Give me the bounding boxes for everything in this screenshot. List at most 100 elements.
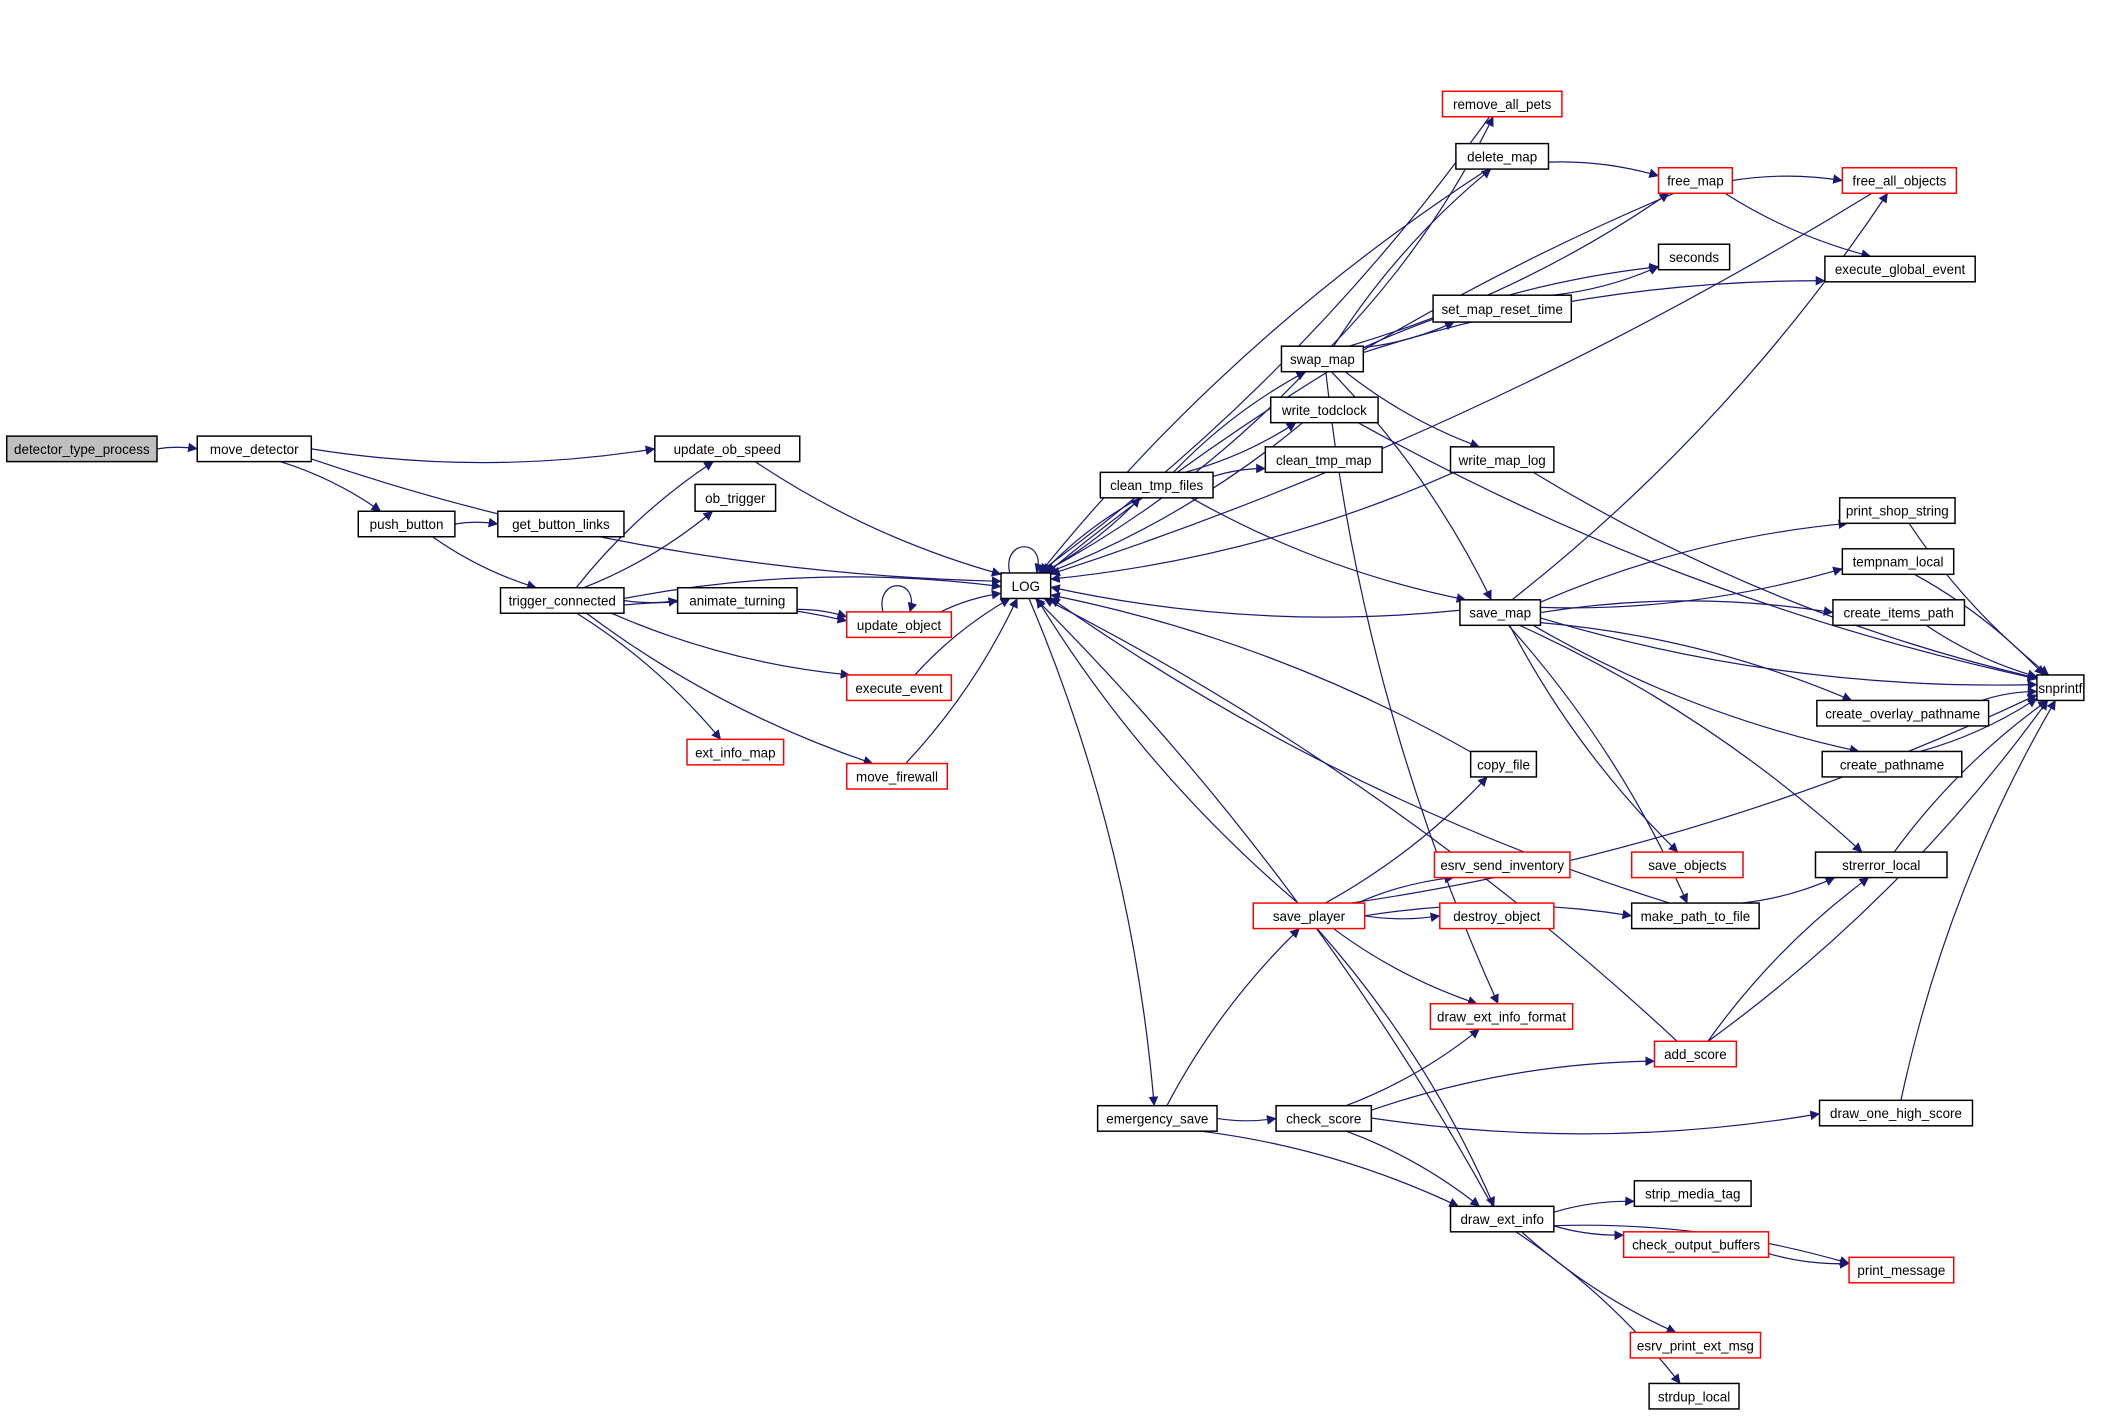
edge-draw_ext_info-to-LOG (1034, 598, 1494, 1207)
edge-trigger_connected-to-execute_event (611, 612, 851, 679)
edge-save_player-to-copy_file (1325, 776, 1488, 904)
node-draw_one_high_score[interactable]: draw_one_high_score (1818, 1099, 1974, 1127)
edge-detector_type_process-to-move_detector (156, 442, 198, 453)
node-update_object[interactable]: update_object (845, 611, 953, 639)
node-seconds[interactable]: seconds (1657, 243, 1731, 271)
node-box (5, 435, 158, 463)
node-box (1653, 1040, 1738, 1068)
node-write_todclock[interactable]: write_todclock (1269, 396, 1379, 424)
node-move_firewall[interactable]: move_firewall (845, 762, 949, 790)
node-label: move_detector (210, 442, 299, 457)
edge-save_map-to-print_shop_string (1540, 519, 1849, 603)
node-label: create_items_path (1844, 606, 1954, 621)
node-label: esrv_send_inventory (1440, 858, 1564, 873)
node-label: remove_all_pets (1453, 97, 1552, 112)
node-remove_all_pets[interactable]: remove_all_pets (1441, 90, 1563, 118)
node-esrv_send_inventory[interactable]: esrv_send_inventory (1433, 851, 1571, 879)
node-get_button_links[interactable]: get_button_links (497, 510, 625, 538)
node-strdup_local[interactable]: strdup_local (1648, 1382, 1740, 1410)
node-add_score[interactable]: add_score (1653, 1040, 1738, 1068)
node-create_pathname[interactable]: create_pathname (1821, 750, 1963, 778)
node-box (1275, 1104, 1373, 1132)
edge-save_player-to-LOG (1036, 598, 1299, 904)
node-save_map[interactable]: save_map (1459, 599, 1542, 627)
node-box (845, 674, 953, 702)
node-push_button[interactable]: push_button (357, 510, 456, 538)
node-emergency_save[interactable]: emergency_save (1096, 1104, 1218, 1132)
edge-draw_one_high_score-to-snprintf (1900, 700, 2056, 1101)
node-execute_event[interactable]: execute_event (845, 674, 953, 702)
edge-swap_map-to-delete_map (1333, 168, 1492, 347)
edge-check_score-to-draw_ext_info (1346, 1130, 1480, 1207)
node-label: snprintf (2038, 681, 2082, 696)
node-update_ob_speed[interactable]: update_ob_speed (654, 435, 801, 463)
node-animate_turning[interactable]: animate_turning (676, 586, 798, 614)
node-save_player[interactable]: save_player (1252, 902, 1366, 930)
node-esrv_print_ext_msg[interactable]: esrv_print_ext_msg (1629, 1331, 1762, 1359)
edge-trigger_connected-to-update_ob_speed (575, 461, 714, 589)
node-free_map[interactable]: free_map (1657, 167, 1734, 194)
node-strerror_local[interactable]: strerror_local (1814, 851, 1948, 879)
node-label: write_map_log (1458, 453, 1546, 468)
edge-animate_turning-to-update_object (797, 608, 848, 619)
node-copy_file[interactable]: copy_file (1469, 750, 1538, 778)
node-check_score[interactable]: check_score (1275, 1104, 1373, 1132)
node-create_overlay_pathname[interactable]: create_overlay_pathname (1816, 699, 1990, 727)
node-strip_media_tag[interactable]: strip_media_tag (1633, 1180, 1752, 1208)
node-free_all_objects[interactable]: free_all_objects (1841, 167, 1958, 194)
node-ob_trigger[interactable]: ob_trigger (694, 483, 777, 512)
node-clean_tmp_map[interactable]: clean_tmp_map (1264, 446, 1383, 474)
edge-save_player-to-destroy_object (1364, 912, 1441, 923)
edge-save_player-to-draw_ext_info_format (1332, 928, 1478, 1006)
edge-make_path_to_file-to-strerror_local (1741, 876, 1836, 904)
edge-copy_file-to-LOG (1050, 592, 1471, 753)
edge-write_map_log-to-LOG (1050, 471, 1455, 584)
edge-swap_map-to-write_map_log (1344, 371, 1480, 449)
edge-save_map-to-create_overlay_pathname (1540, 622, 1853, 702)
node-label: write_todclock (1281, 403, 1367, 418)
node-delete_map[interactable]: delete_map (1455, 142, 1550, 170)
node-set_map_reset_time[interactable]: set_map_reset_time (1432, 294, 1573, 323)
node-label: push_button (370, 517, 444, 532)
node-detector_type_process[interactable]: detector_type_process (5, 435, 158, 463)
node-label: LOG (1012, 579, 1040, 594)
node-write_map_log[interactable]: write_map_log (1449, 446, 1555, 474)
node-check_output_buffers[interactable]: check_output_buffers (1622, 1231, 1770, 1259)
node-ext_info_map[interactable]: ext_info_map (686, 738, 785, 766)
edge-push_button-to-get_button_links (454, 517, 499, 528)
node-label: free_all_objects (1852, 174, 1946, 189)
node-box (2036, 674, 2085, 702)
edge-create_pathname-to-snprintf (1919, 697, 2038, 753)
edge-clean_tmp_files-to-save_map (1190, 497, 1467, 603)
node-label: ext_info_map (695, 745, 776, 760)
node-box (497, 510, 625, 538)
node-box (1469, 750, 1538, 778)
node-box (499, 586, 625, 614)
node-make_path_to_file[interactable]: make_path_to_file (1630, 902, 1760, 930)
node-LOG[interactable]: LOG (1000, 572, 1052, 600)
edge-create_items_path-to-snprintf (1925, 624, 2038, 679)
node-label: animate_turning (689, 594, 785, 609)
node-snprintf[interactable]: snprintf (2036, 674, 2085, 702)
node-trigger_connected[interactable]: trigger_connected (499, 586, 625, 614)
node-draw_ext_info_format[interactable]: draw_ext_info_format (1429, 1002, 1574, 1030)
node-print_shop_string[interactable]: print_shop_string (1838, 497, 1956, 525)
node-box (1439, 902, 1555, 930)
node-destroy_object[interactable]: destroy_object (1439, 902, 1555, 930)
node-print_message[interactable]: print_message (1848, 1256, 1955, 1284)
edge-move_firewall-to-LOG (905, 598, 1018, 764)
node-label: detector_type_process (14, 442, 150, 457)
node-box (357, 510, 456, 538)
node-swap_map[interactable]: swap_map (1280, 345, 1365, 373)
edge-remove_all_pets-to-LOG (1038, 116, 1491, 574)
node-tempnam_local[interactable]: tempnam_local (1841, 548, 1955, 576)
node-move_detector[interactable]: move_detector (196, 435, 313, 463)
node-draw_ext_info[interactable]: draw_ext_info (1449, 1205, 1555, 1233)
edge-push_button-to-trigger_connected (432, 536, 537, 590)
node-create_items_path[interactable]: create_items_path (1832, 599, 1966, 627)
node-box (1429, 1002, 1574, 1030)
node-label: clean_tmp_map (1276, 453, 1371, 468)
node-execute_global_event[interactable]: execute_global_event (1824, 255, 1976, 283)
node-clean_tmp_files[interactable]: clean_tmp_files (1099, 471, 1214, 499)
node-save_objects[interactable]: save_objects (1630, 851, 1744, 879)
